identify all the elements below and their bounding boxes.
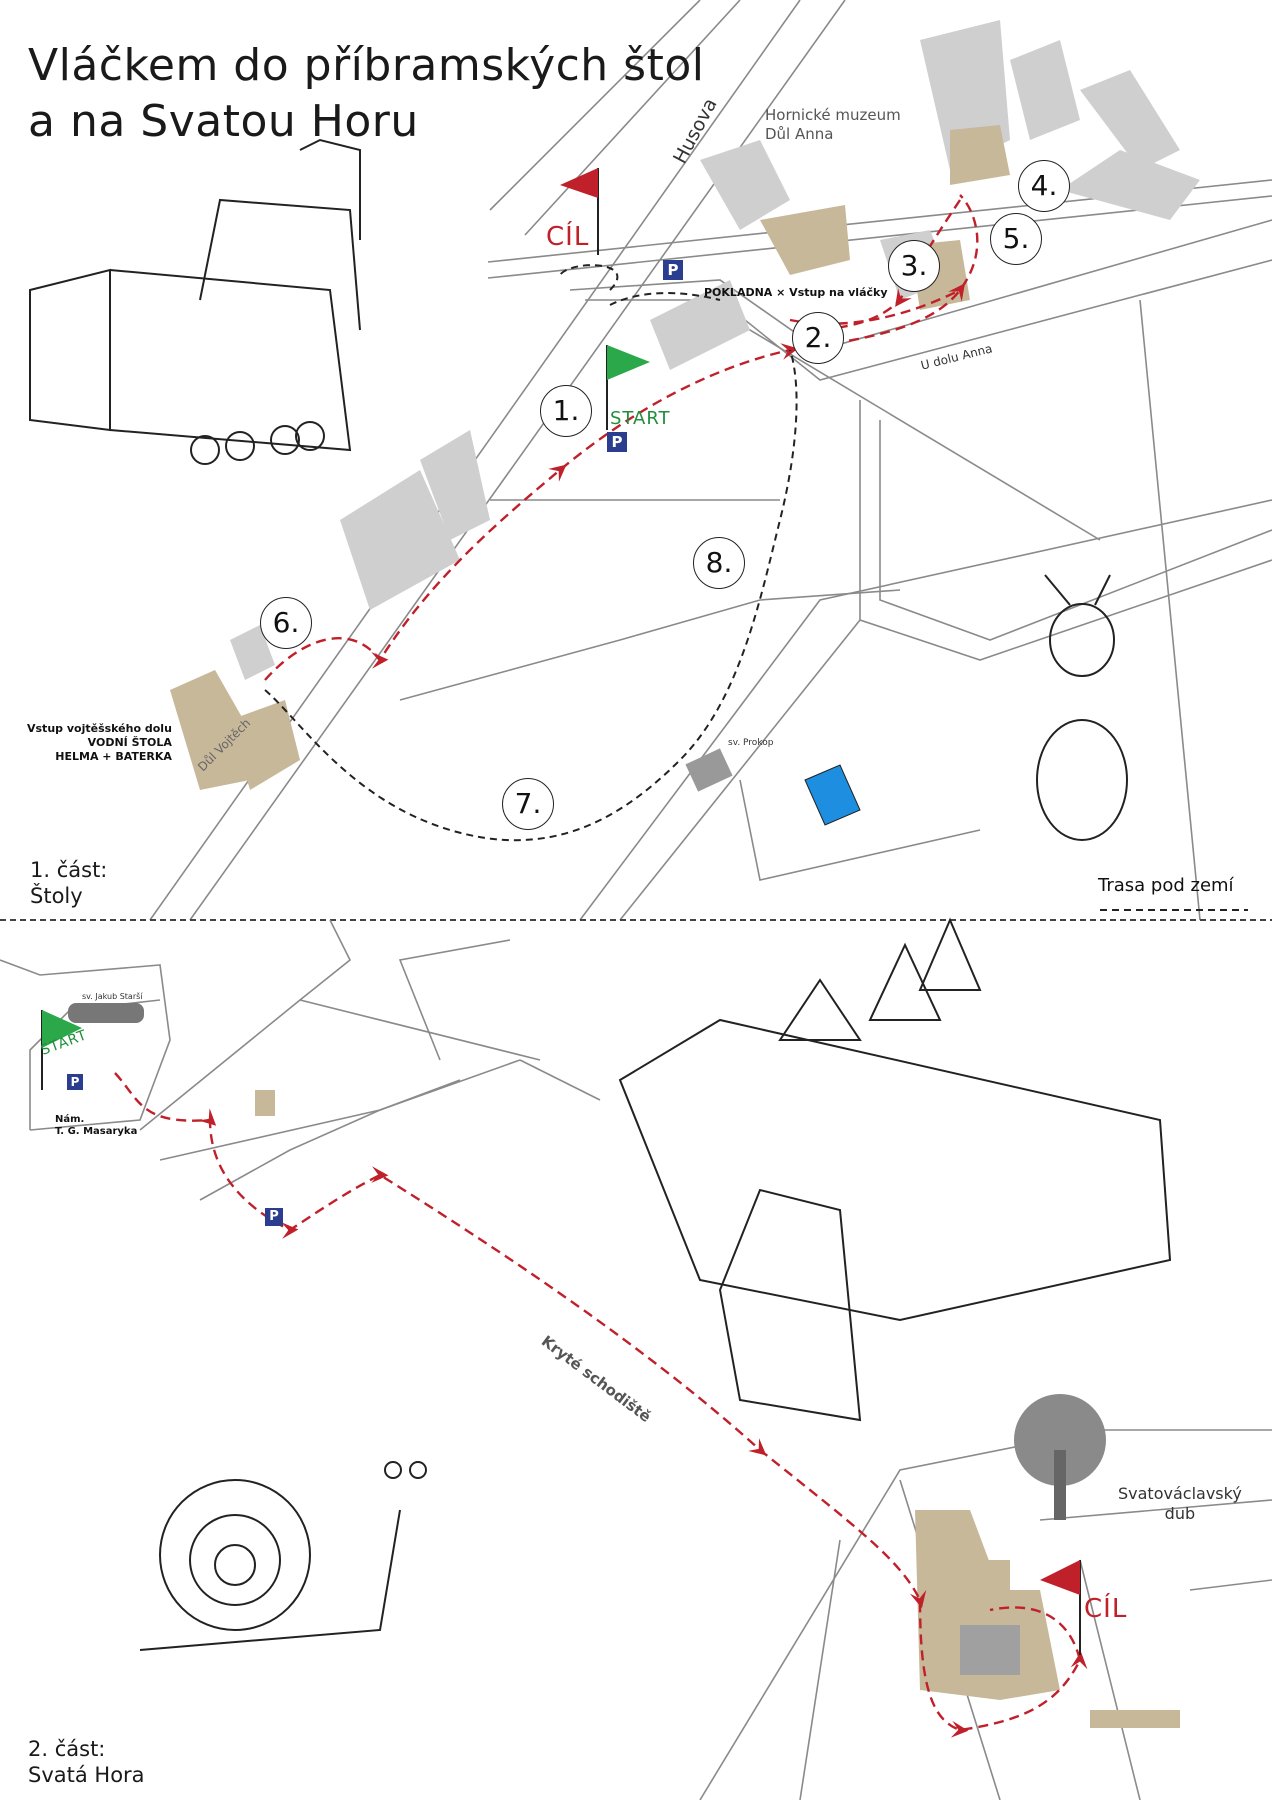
namesti-label-line2: T. G. Masaryka — [55, 1126, 138, 1137]
parking-sign-2: P — [607, 432, 627, 452]
museum-label-line2: Důl Anna — [765, 125, 834, 143]
part1-label-line1: 1. část: — [30, 858, 108, 882]
buildings-tan — [170, 125, 1010, 790]
part1-label: 1. část: Štoly — [30, 857, 107, 909]
church-prokop — [685, 748, 733, 792]
stop-1: 1. — [540, 385, 592, 437]
page-title: Vláčkem do příbramských štol a na Svatou… — [28, 38, 705, 150]
oak-tree — [1014, 1394, 1106, 1520]
sv-prokop-label: sv. Prokop — [728, 738, 774, 748]
dub-label-line2: dub — [1164, 1504, 1196, 1523]
museum-label: Hornické muzeum Důl Anna — [765, 106, 901, 144]
start-flag-part1 — [606, 345, 650, 430]
stop-3: 3. — [888, 240, 940, 292]
vojtech-entrance-line3: HELMA + BATERKA — [55, 750, 172, 763]
vojtech-entrance-line2: VODNÍ ŠTOLA — [87, 736, 172, 749]
title-line2: a na Svatou Horu — [28, 96, 419, 147]
museum-label-line1: Hornické muzeum — [765, 106, 901, 124]
legend-underground-label: Trasa pod zemí — [1098, 875, 1234, 896]
snail-sketch — [139, 1461, 427, 1651]
namesti-label-line1: Nám. — [55, 1114, 85, 1125]
cil-label-part2: CÍL — [1084, 1594, 1128, 1624]
title-line1: Vláčkem do příbramských štol — [28, 40, 705, 91]
cil-flag-part2 — [1040, 1560, 1081, 1655]
svatovaclavsky-dub-label: Svatováclavský dub — [1118, 1484, 1242, 1524]
basilica-sketch — [618, 917, 1172, 1422]
pond — [804, 764, 861, 826]
start-label-part1: START — [610, 408, 671, 429]
part2-label-line1: 2. část: — [28, 1737, 106, 1761]
stop-6: 6. — [260, 597, 312, 649]
part2-label-line2: Svatá Hora — [28, 1763, 145, 1787]
stop-2: 2. — [792, 312, 844, 364]
vojtech-entrance-line1: Vstup vojtěšského dolu — [27, 722, 172, 735]
underground-route — [264, 264, 798, 842]
basilica-courtyard — [960, 1625, 1020, 1675]
ant-sketch — [1036, 574, 1128, 841]
cil-label-part1: CÍL — [546, 222, 590, 252]
mine-train-sketch — [29, 138, 361, 465]
dub-label-line1: Svatováclavský — [1118, 1484, 1242, 1503]
stop-8: 8. — [693, 537, 745, 589]
sv-jakub-label: sv. Jakub Starší — [82, 992, 143, 1001]
cil-flag-part1 — [560, 168, 599, 255]
parking-sign-3: P — [67, 1074, 83, 1090]
vojtech-entrance-label: Vstup vojtěšského dolu VODNÍ ŠTOLA HELMA… — [27, 722, 172, 764]
part2-label: 2. část: Svatá Hora — [28, 1736, 145, 1788]
parking-sign-1: P — [663, 260, 683, 280]
start-flag-part2 — [41, 1010, 82, 1090]
stop-4: 4. — [1018, 160, 1070, 212]
pokladna-label: POKLADNA × Vstup na vláčky — [704, 286, 888, 299]
church-jakub — [68, 1003, 144, 1023]
parking-sign-4: P — [265, 1208, 283, 1226]
surface-route-part2 — [114, 1072, 1088, 1738]
stop-7: 7. — [502, 778, 554, 830]
roads-part2 — [0, 919, 1272, 1800]
namesti-label: Nám. T. G. Masaryka — [55, 1114, 137, 1138]
stop-5: 5. — [990, 213, 1042, 265]
part1-label-line2: Štoly — [30, 884, 83, 908]
